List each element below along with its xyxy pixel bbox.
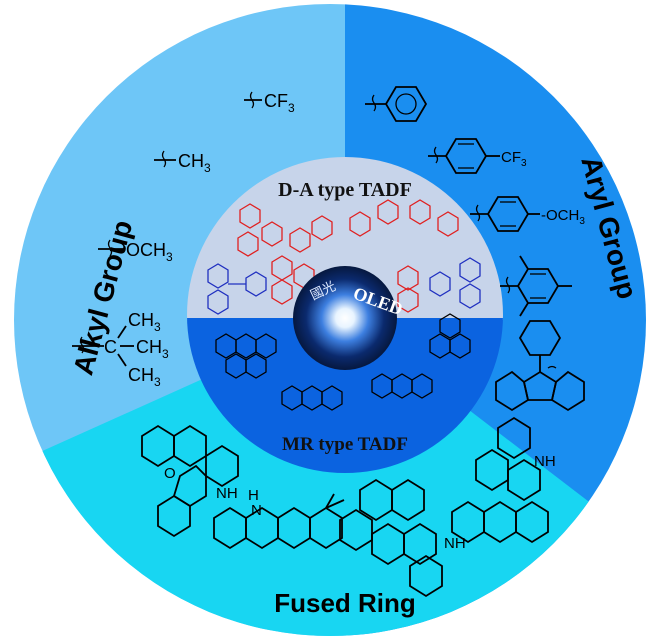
mr-tadf-title: MR type TADF <box>282 434 408 455</box>
aryl-cf3-phenyl: CF3 <box>428 138 527 174</box>
alkyl-cf3: CF3 <box>244 91 295 115</box>
alkyl-ch3: CH3 <box>154 150 211 175</box>
nh-label-3: NH <box>444 535 466 552</box>
aryl-mesityl <box>500 255 572 317</box>
svg-text:CH3: CH3 <box>128 365 161 389</box>
svg-text:CH3: CH3 <box>128 310 161 334</box>
svg-text:-OCH3: -OCH3 <box>541 207 585 227</box>
alkyl-tert-butyl: C CH3 CH3 CH3 <box>72 310 169 389</box>
oled-badge: 國光 OLED <box>293 266 405 370</box>
fused-ring-sector <box>14 315 646 636</box>
aryl-phenylfluorenyl <box>495 320 585 412</box>
svg-text:CF3: CF3 <box>264 91 295 115</box>
svg-text:CH3: CH3 <box>178 151 211 175</box>
fused-indenocarbazole: H N <box>213 487 345 550</box>
svg-text:CH3: CH3 <box>136 337 169 361</box>
aryl-methoxy-phenyl: -OCH3 <box>470 196 585 232</box>
svg-text:CF3: CF3 <box>501 149 527 169</box>
oxygen-label: O <box>164 465 176 482</box>
fused-diphenyl-indenocarbazole: NH <box>339 478 466 598</box>
nh-label-4: NH <box>534 453 556 470</box>
da-tadf-title: D-A type TADF <box>278 179 412 201</box>
fused-ring-label: Fused Ring <box>274 588 416 618</box>
svg-text:OCH3: OCH3 <box>126 240 173 264</box>
fused-spiro-indolocarbazole: NH <box>451 416 556 544</box>
fused-benzofurocarbazole: O NH <box>141 424 239 538</box>
aryl-phenyl <box>365 86 428 122</box>
svg-text:C: C <box>104 337 117 357</box>
mr-molecules <box>215 313 471 411</box>
da-molecules <box>207 199 481 315</box>
alkyl-och3: OCH3 <box>98 239 173 264</box>
nh-label-2: H <box>248 487 259 504</box>
cf-text: CF <box>264 91 288 111</box>
nh-label-1: NH <box>216 485 238 502</box>
